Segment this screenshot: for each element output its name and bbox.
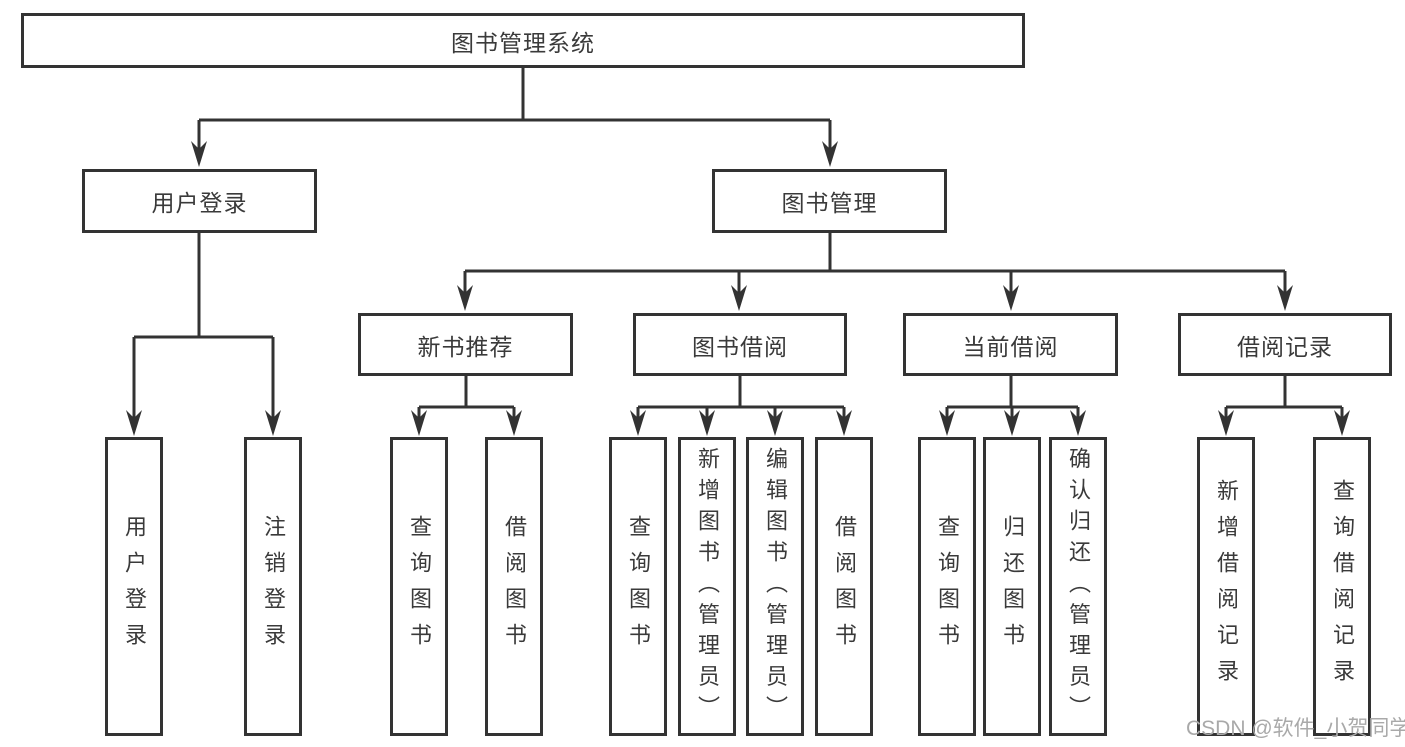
node-new-book-recommend: 新书推荐 bbox=[358, 313, 573, 376]
leaf-query-books-borrowing: 查询图书 bbox=[609, 437, 667, 736]
arrow-down-icon bbox=[1003, 285, 1019, 311]
node-label: 图书管理 bbox=[781, 190, 878, 216]
node-book-borrowing: 图书借阅 bbox=[633, 313, 847, 376]
arrow-down-icon bbox=[836, 410, 852, 436]
leaf-confirm-return-admin: 确认归还（管理员） bbox=[1049, 437, 1107, 736]
arrow-down-icon bbox=[1277, 285, 1293, 311]
leaf-add-book-admin: 新增图书（管理员） bbox=[678, 437, 736, 736]
node-book-management: 图书管理 bbox=[712, 169, 947, 233]
leaf-borrow-books-recommend: 借阅图书 bbox=[485, 437, 543, 736]
leaf-edit-book-admin: 编辑图书（管理员） bbox=[746, 437, 804, 736]
leaf-logout: 注销登录 bbox=[244, 437, 302, 736]
leaf-borrow-books-borrowing: 借阅图书 bbox=[815, 437, 873, 736]
node-current-borrowing: 当前借阅 bbox=[903, 313, 1118, 376]
arrow-down-icon bbox=[1334, 410, 1350, 436]
arrow-down-icon bbox=[630, 410, 646, 436]
node-label: 图书借阅 bbox=[692, 333, 788, 360]
leaf-label: 查询图书 bbox=[407, 514, 432, 659]
arrow-down-icon bbox=[126, 410, 142, 436]
leaf-label: 新增图书（管理员） bbox=[695, 446, 720, 727]
leaf-label: 注销登录 bbox=[261, 514, 286, 659]
connector-lines bbox=[132, 68, 1344, 420]
leaf-add-borrow-record: 新增借阅记录 bbox=[1197, 437, 1255, 736]
leaf-return-book: 归还图书 bbox=[983, 437, 1041, 736]
leaf-label: 编辑图书（管理员） bbox=[763, 446, 788, 727]
leaf-query-books-recommend: 查询图书 bbox=[390, 437, 448, 736]
leaf-label: 借阅图书 bbox=[502, 514, 527, 659]
leaf-label: 归还图书 bbox=[1000, 514, 1025, 659]
leaf-label: 新增借阅记录 bbox=[1214, 478, 1239, 695]
leaf-user-login: 用户登录 bbox=[105, 437, 163, 736]
arrow-down-icon bbox=[767, 410, 783, 436]
arrow-down-icon bbox=[265, 410, 281, 436]
node-borrow-records: 借阅记录 bbox=[1178, 313, 1392, 376]
arrow-down-icon bbox=[1070, 410, 1086, 436]
node-label: 用户登录 bbox=[151, 190, 248, 216]
node-user-login: 用户登录 bbox=[82, 169, 317, 233]
arrow-down-icon bbox=[699, 410, 715, 436]
arrow-down-icon bbox=[939, 410, 955, 436]
leaf-label: 确认归还（管理员） bbox=[1066, 446, 1091, 727]
arrowheads bbox=[126, 141, 1350, 436]
leaf-label: 查询借阅记录 bbox=[1330, 478, 1355, 695]
leaf-query-borrow-record: 查询借阅记录 bbox=[1313, 437, 1371, 736]
arrow-down-icon bbox=[731, 285, 747, 311]
leaf-label: 查询图书 bbox=[935, 514, 960, 659]
arrow-down-icon bbox=[191, 141, 207, 167]
arrow-down-icon bbox=[506, 410, 522, 436]
arrow-down-icon bbox=[457, 285, 473, 311]
node-label: 借阅记录 bbox=[1237, 333, 1333, 360]
csdn-watermark: CSDN @软件_小贺同学 bbox=[1186, 717, 1405, 740]
node-label: 图书管理系统 bbox=[451, 29, 595, 56]
arrow-down-icon bbox=[822, 141, 838, 167]
node-label: 当前借阅 bbox=[962, 333, 1059, 360]
arrow-down-icon bbox=[1004, 410, 1020, 436]
leaf-label: 查询图书 bbox=[626, 514, 651, 659]
leaf-label: 用户登录 bbox=[122, 514, 147, 659]
node-label: 新书推荐 bbox=[417, 333, 514, 360]
arrow-down-icon bbox=[1218, 410, 1234, 436]
leaf-query-books-current: 查询图书 bbox=[918, 437, 976, 736]
arrow-down-icon bbox=[411, 410, 427, 436]
leaf-label: 借阅图书 bbox=[832, 514, 857, 659]
node-root-library-system: 图书管理系统 bbox=[21, 13, 1025, 68]
